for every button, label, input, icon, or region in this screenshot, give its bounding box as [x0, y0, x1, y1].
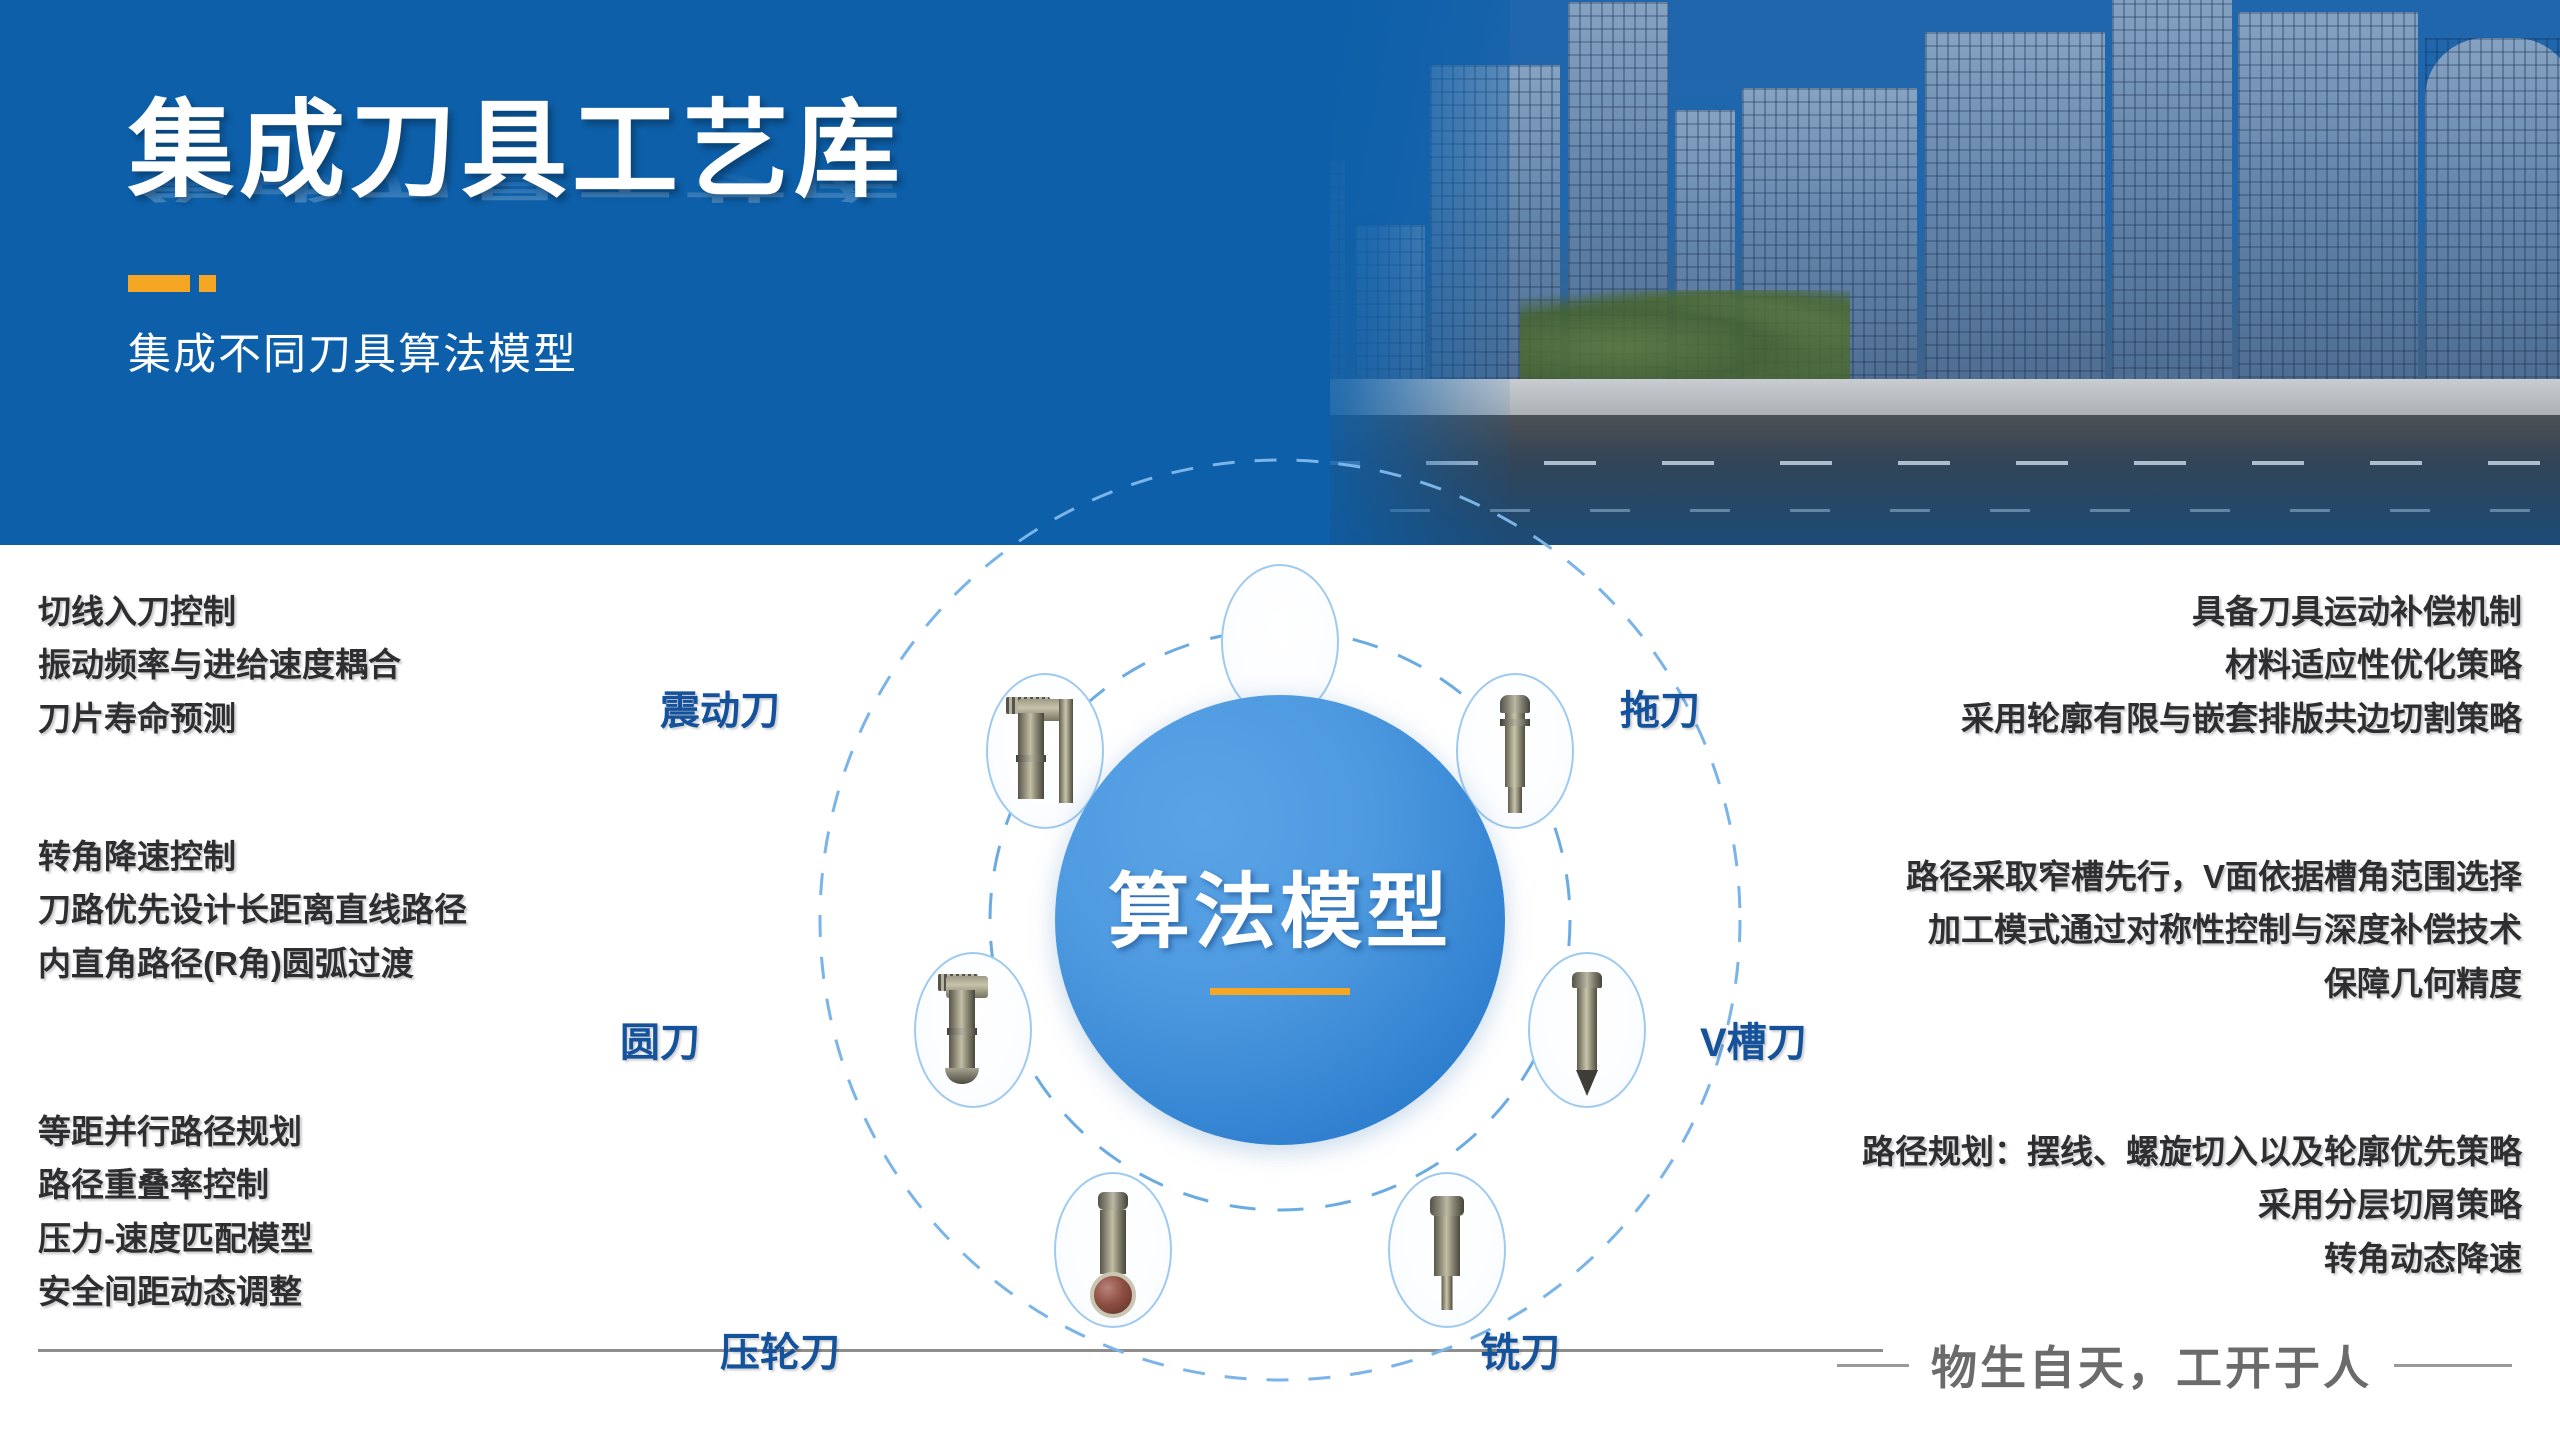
center-circle-label: 算法模型 — [1107, 867, 1452, 958]
press-wheel-knife-icon — [1056, 1174, 1170, 1326]
page-subtitle: 集成不同刀具算法模型 — [128, 331, 578, 379]
right-text-block-1: 具备刀具运动补偿机制 材料适应性优化策略 采用轮廓有限与嵌套排版共边切割策略 — [1961, 585, 2522, 745]
title-block: 集成刀具工艺库 集成刀具工艺库 — [128, 95, 905, 316]
node-vibration-knife[interactable] — [986, 673, 1104, 829]
node-label-drag-knife: 拖刀 — [1620, 689, 1700, 733]
left-line: 等距并行路径规划 — [38, 1113, 302, 1150]
footer-dash-right — [2394, 1363, 2512, 1367]
node-v-groove-knife[interactable] — [1528, 952, 1646, 1108]
right-text-block-2: 路径采取窄槽先行，V面依据槽角范围选择 加工模式通过对称性控制与深度补偿技术 保… — [1906, 850, 2522, 1010]
drag-knife-icon — [1458, 675, 1572, 827]
node-round-knife[interactable] — [914, 952, 1032, 1108]
center-circle-underline — [1210, 988, 1350, 995]
footer-dash-left — [1837, 1363, 1909, 1367]
left-line: 转角降速控制 — [38, 838, 236, 875]
right-line: 加工模式通过对称性控制与深度补偿技术 — [1928, 911, 2522, 949]
left-text-block-2: 转角降速控制 刀路优先设计长距离直线路径 内直角路径(R角)圆弧过渡 — [38, 830, 467, 990]
left-line: 内直角路径(R角)圆弧过渡 — [38, 944, 414, 982]
node-label-vibration-knife: 震动刀 — [660, 689, 780, 733]
accent-bar — [128, 275, 216, 292]
footer-divider — [38, 1349, 1883, 1352]
right-text-block-3: 路径规划：摆线、螺旋切入以及轮廓优先策略 采用分层切屑策略 转角动态降速 — [1862, 1125, 2522, 1285]
accent-bar-segment-long — [128, 275, 190, 292]
left-line: 切线入刀控制 — [38, 593, 236, 630]
right-line: 路径采取窄槽先行，V面依据槽角范围选择 — [1905, 858, 2522, 895]
outer-orbit-ring — [818, 458, 1742, 1382]
right-line: 采用分层切屑策略 — [2258, 1186, 2522, 1224]
node-press-wheel-knife[interactable] — [1054, 1172, 1172, 1328]
right-line: 采用轮廓有限与嵌套排版共边切割策略 — [1961, 699, 2522, 737]
left-line: 振动频率与进给速度耦合 — [38, 646, 401, 684]
center-algorithm-circle[interactable]: 算法模型 — [1055, 695, 1505, 1145]
left-text-block-3: 等距并行路径规划 路径重叠率控制 压力-速度匹配模型 安全间距动态调整 — [38, 1105, 313, 1319]
footer-tagline-group: 物生自天，工开于人 — [1837, 1332, 2512, 1398]
milling-cutter-icon — [1390, 1174, 1504, 1326]
page-title-reflection: 集成刀具工艺库 — [128, 151, 905, 205]
page-title: 集成刀具工艺库 — [128, 92, 905, 210]
v-groove-knife-icon — [1530, 954, 1644, 1106]
header-blue-panel — [0, 0, 1330, 545]
right-line: 材料适应性优化策略 — [2225, 646, 2522, 684]
algorithm-model-diagram: 震动刀 拖刀 V槽刀 — [620, 420, 1807, 1420]
right-line: 路径规划：摆线、螺旋切入以及轮廓优先策略 — [1862, 1133, 2522, 1170]
accent-bar-segment-short — [199, 275, 216, 292]
left-text-block-1: 切线入刀控制 振动频率与进给速度耦合 刀片寿命预测 — [38, 585, 401, 745]
footer-tagline: 物生自天，工开于人 — [1931, 1342, 2372, 1394]
node-label-v-groove-knife: V槽刀 — [1700, 1021, 1807, 1065]
left-line: 安全间距动态调整 — [38, 1273, 302, 1311]
header-banner: 集成刀具工艺库 集成刀具工艺库 集成不同刀具算法模型 — [0, 0, 2560, 545]
left-line: 路径重叠率控制 — [38, 1166, 269, 1204]
header-bottom-fade — [1180, 425, 2560, 545]
left-line: 压力-速度匹配模型 — [38, 1219, 313, 1257]
right-line: 转角动态降速 — [2324, 1239, 2522, 1277]
vibration-knife-icon — [988, 675, 1102, 827]
node-label-milling-cutter: 铣刀 — [1480, 1331, 1560, 1375]
roadside-trees — [1520, 290, 1850, 385]
node-label-press-wheel-knife: 压轮刀 — [720, 1331, 840, 1375]
round-knife-icon — [916, 954, 1030, 1106]
left-line: 刀路优先设计长距离直线路径 — [38, 891, 467, 929]
right-line: 具备刀具运动补偿机制 — [2192, 593, 2522, 630]
node-milling-cutter[interactable] — [1388, 1172, 1506, 1328]
node-drag-knife[interactable] — [1456, 673, 1574, 829]
left-line: 刀片寿命预测 — [38, 699, 236, 737]
node-label-round-knife: 圆刀 — [620, 1021, 700, 1065]
right-line: 保障几何精度 — [2324, 964, 2522, 1002]
